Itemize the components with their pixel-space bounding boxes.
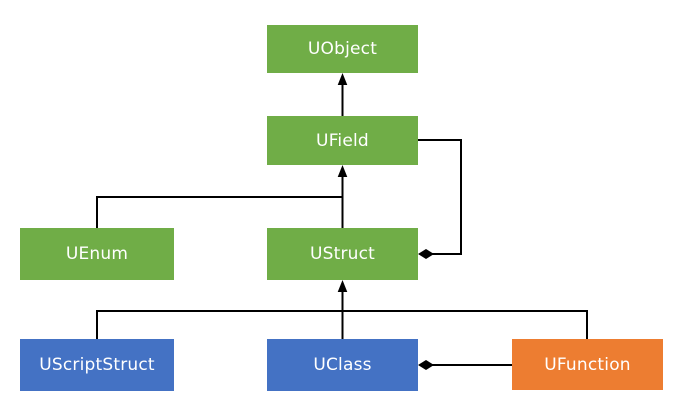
node-label-ufunction: UFunction (544, 354, 631, 375)
node-uenum: UEnum (20, 228, 174, 280)
edge-uenum-to-ufield-branch (96, 196, 343, 228)
diamond-marker-ufunction-to-uclass-composition (418, 360, 434, 370)
diamond-marker-ufield-ustruct-composition (418, 249, 434, 259)
node-ustruct: UStruct (267, 228, 418, 280)
node-uobject: UObject (267, 25, 418, 73)
node-uclass: UClass (267, 339, 418, 391)
arrow-marker-uclass-to-ustruct (337, 280, 348, 292)
arrow-marker-ufield-to-uobject (337, 73, 348, 85)
node-uscriptstruct: UScriptStruct (20, 339, 174, 391)
arrow-marker-ustruct-to-ufield (337, 165, 348, 177)
node-label-uscriptstruct: UScriptStruct (39, 355, 155, 375)
node-label-ufield: UField (316, 130, 369, 151)
edge-ufield-ustruct-composition (418, 139, 462, 255)
node-label-ustruct: UStruct (309, 244, 376, 264)
node-ufunction: UFunction (512, 339, 663, 390)
node-label-uobject: UObject (307, 39, 378, 59)
node-label-uenum: UEnum (65, 244, 129, 264)
node-ufield: UField (267, 116, 418, 165)
node-label-uclass: UClass (313, 355, 372, 375)
